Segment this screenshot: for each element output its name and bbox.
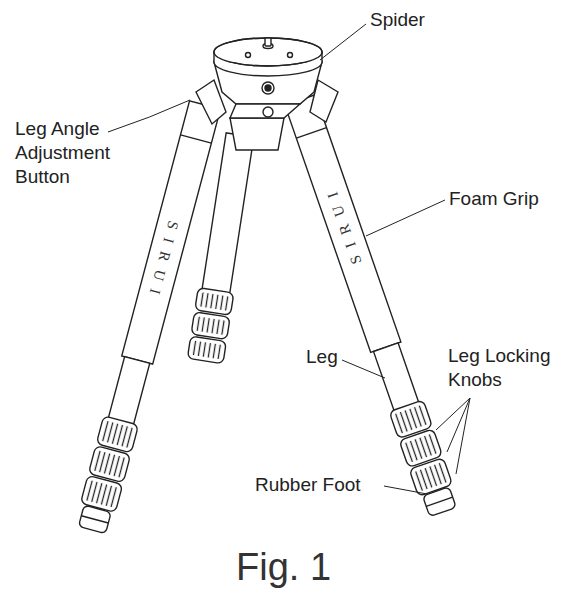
- part-label: Spider: [370, 8, 425, 32]
- part-label: Foam Grip: [449, 187, 539, 211]
- tripod-leg: [75, 100, 223, 534]
- leader-lines: [108, 24, 470, 494]
- spider: [196, 38, 338, 150]
- tripod-leg: [283, 94, 460, 518]
- part-label: Leg: [306, 345, 338, 369]
- figure-caption: Fig. 1: [236, 546, 331, 589]
- part-label: Leg Angle Adjustment Button: [15, 117, 135, 189]
- part-label: Leg Locking Knobs: [448, 344, 573, 392]
- part-label: Rubber Foot: [255, 473, 361, 497]
